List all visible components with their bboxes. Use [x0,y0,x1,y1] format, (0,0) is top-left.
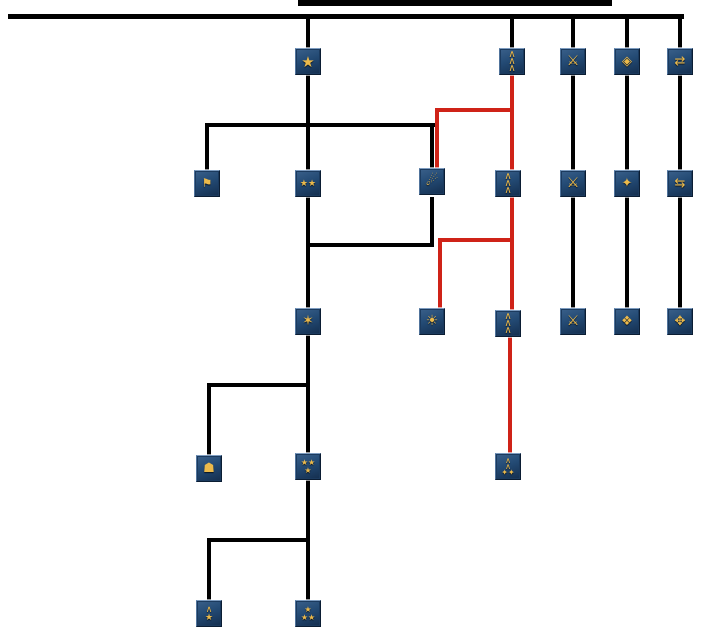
star-icon: ★ [301,52,315,71]
promotion-node-star-2[interactable]: ★★ [295,170,321,197]
sparkle-star-icon: ✶ [302,313,314,329]
crossed-swords-icon: ⚔ [566,313,580,329]
promotion-node-drill-2[interactable]: ∧ ∧ ∧ [495,170,521,197]
promotion-node-shield[interactable]: ☗ [196,455,222,482]
connector-line-black [678,75,682,170]
connector-line-black [625,75,629,170]
connector-line-black [571,197,575,308]
promotion-node-sunburst[interactable]: ☀ [419,308,445,335]
promotion-node-diamond-3[interactable]: ❖ [614,308,640,335]
promotion-node-star-3[interactable]: ✶ [295,308,321,335]
swap-arrows-icon: ⇆ [674,175,686,191]
promotion-node-arrows-3[interactable]: ✥ [667,308,693,335]
connector-line-black [510,19,514,48]
promotion-node-winged-star[interactable]: ∧ ★ [196,600,222,627]
connector-line-black [207,542,211,600]
connector-line-black [571,19,575,48]
connector-line-black [207,538,310,542]
diamond-icon: ◈ [622,53,632,69]
connector-line-red [508,337,512,453]
comet-icon: ☄ [425,173,439,189]
star-cluster-icon: ★★ ★ [300,457,316,475]
promotion-node-diamond-2[interactable]: ✦ [614,170,640,197]
connector-line-black [625,19,629,48]
connector-line-black [306,335,310,453]
connector-line-black [205,123,436,127]
connector-line-black [678,197,682,308]
promotion-node-drill-3[interactable]: ∧ ∧ ∧ [495,310,521,337]
chevron-stripes-icon: ∧ ∧ ∧ [504,311,512,336]
connector-line-black [8,14,684,19]
promotion-node-comet[interactable]: ☄ [419,168,445,195]
promotion-node-diamond-1[interactable]: ◈ [614,48,640,75]
promotion-node-star-4[interactable]: ★★ ★ [295,453,321,480]
promotion-node-arrows-2[interactable]: ⇆ [667,170,693,197]
connector-line-black [306,243,434,247]
promotion-node-star-1[interactable]: ★ [295,48,321,75]
four-pointed-star-icon: ✦ [621,175,633,191]
promotion-node-swords-3[interactable]: ⚔ [560,308,586,335]
promotion-node-scout[interactable]: ⚑ [194,170,220,197]
ornate-diamond-icon: ❖ [621,313,633,329]
connector-line-black [207,387,211,455]
connector-line-black [205,127,209,170]
star-cluster-icon: ★ ★★ [300,604,316,622]
chevron-stars-icon: ∧ ∧ ✦✦ [501,455,515,477]
chevron-stripes-icon: ∧ ∧ ∧ [504,171,512,196]
connector-line-black [430,197,434,247]
connector-line-red [435,112,439,170]
connector-line-red [438,242,442,308]
flag-icon: ⚑ [201,176,213,190]
crossed-swords-icon: ⚔ [566,53,580,69]
four-way-arrows-icon: ✥ [674,313,686,329]
winged-star-icon: ∧ ★ [204,604,214,623]
promotion-node-swords-2[interactable]: ⚔ [560,170,586,197]
sunburst-icon: ☀ [425,313,439,329]
connector-line-black [298,0,612,6]
crossed-swords-icon: ⚔ [566,175,580,191]
promotion-node-star-5[interactable]: ★ ★★ [295,600,321,627]
connector-line-red [510,197,514,310]
connector-line-black [430,127,434,170]
connector-line-black [306,19,310,48]
connector-line-black [625,197,629,308]
double-star-icon: ★★ [299,178,317,189]
transfer-arrows-icon: ⇄ [674,53,686,69]
connector-line-black [306,197,310,308]
promotion-node-arrows-1[interactable]: ⇄ [667,48,693,75]
shield-icon: ☗ [203,460,215,476]
connector-line-black [571,75,575,170]
chevron-stripes-icon: ∧ ∧ ∧ [508,49,516,74]
promotion-node-swords-1[interactable]: ⚔ [560,48,586,75]
connector-line-black [207,383,310,387]
promotion-node-drill-1[interactable]: ∧ ∧ ∧ [499,48,525,75]
connector-line-red [438,238,514,242]
connector-line-red [510,75,514,170]
connector-line-red [435,108,514,112]
connector-line-black [306,75,310,170]
connector-line-black [678,19,682,48]
promotion-node-drill-4[interactable]: ∧ ∧ ✦✦ [495,453,521,480]
